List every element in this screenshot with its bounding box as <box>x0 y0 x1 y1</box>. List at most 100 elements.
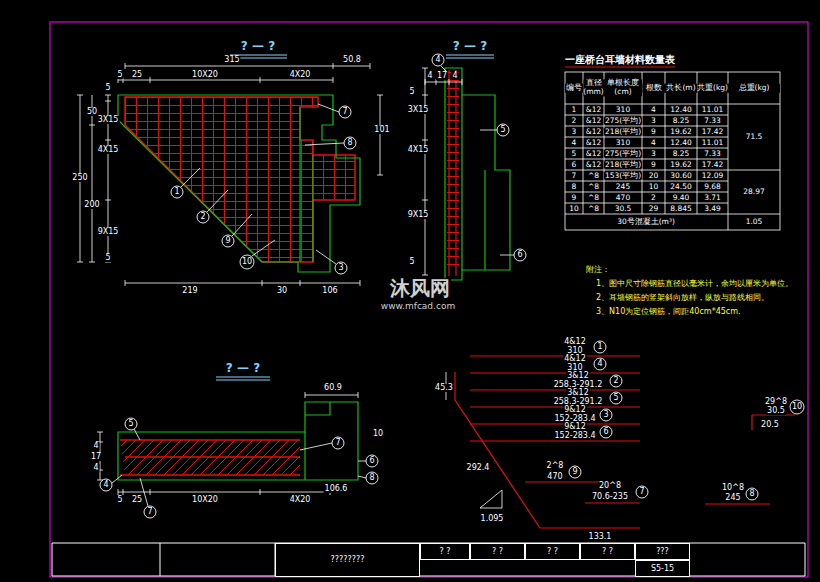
table-cell: 275(平均) <box>604 117 642 125</box>
callout-number: 6 <box>517 251 522 259</box>
concrete-outline <box>118 402 358 480</box>
table-header: 根数 <box>642 84 665 93</box>
table-cell: 30.5 <box>614 205 633 213</box>
concrete-outline <box>118 68 510 480</box>
dimension-text: 5 <box>116 71 123 79</box>
callout-number: 6 <box>369 457 374 465</box>
dimension-line <box>89 95 95 262</box>
table-cell: ^8 <box>587 172 600 180</box>
dimension-text: 152-283.4 <box>553 432 596 440</box>
table-cell: 310 <box>615 139 631 147</box>
dimension-text: 4X20 <box>289 71 312 79</box>
title-underline <box>565 67 675 68</box>
callout-circle <box>594 341 606 353</box>
dimension-text: 9X15 <box>407 211 430 219</box>
table-cell: 12.09 <box>701 172 724 180</box>
dimension-text: 30.5 <box>766 407 786 415</box>
callout-circle <box>197 211 209 223</box>
callout-number: 9 <box>572 468 577 476</box>
rebar-bar-shape <box>455 372 640 528</box>
dimension-text: 60.9 <box>323 384 343 392</box>
dimension-text: 101 <box>373 126 390 134</box>
table-cell: &12 <box>585 117 602 125</box>
callout-number: 7 <box>639 488 644 496</box>
dimension-text: 20^8 <box>598 482 622 490</box>
callout-number: 5 <box>128 420 133 428</box>
table-cell: &12 <box>585 150 602 158</box>
table-cell: 8.25 <box>672 117 691 125</box>
callout-circle <box>432 54 444 66</box>
note-text: 附注： <box>585 266 611 274</box>
table-cell: 9 <box>650 128 657 136</box>
rebar-grid <box>120 70 459 475</box>
table-cell: &12 <box>585 139 602 147</box>
dimension-text: 200 <box>83 201 100 209</box>
callout-circle <box>610 392 622 404</box>
watermark-url: www.mfcad.com <box>380 302 456 311</box>
table-cell: 9.40 <box>672 194 691 202</box>
dimension-text: 17 <box>90 453 102 461</box>
callout-number: 2 <box>200 213 205 221</box>
dimension-line <box>480 490 502 508</box>
dimension-text: 10 <box>372 430 384 438</box>
table-cell: &12 <box>585 106 602 114</box>
table-cell: 7.33 <box>703 117 722 125</box>
table-cell: &12 <box>585 161 602 169</box>
table-cell: 3.49 <box>703 205 722 213</box>
table-grid <box>565 72 780 230</box>
callout-circle <box>100 54 804 518</box>
callout-circle <box>497 124 509 136</box>
leader-line <box>181 104 344 264</box>
table-cell: 30号混凝土(m³) <box>616 218 676 226</box>
table-cell: 9.68 <box>703 183 722 191</box>
dimension-text: 4 <box>92 464 99 472</box>
dimension-text: 3&12 <box>566 389 590 397</box>
callout-circle <box>636 486 648 498</box>
dimension-text: 10X20 <box>191 71 219 79</box>
dimension-text: 292.4 <box>466 464 491 472</box>
rebar-grid <box>120 440 300 475</box>
table-cell: 3 <box>650 150 657 158</box>
callout-number: 7 <box>342 108 347 116</box>
table-cell: 29 <box>648 205 660 213</box>
concrete-outline <box>118 95 360 272</box>
title-block-frame <box>52 543 805 576</box>
callout-circle <box>594 358 606 370</box>
table-cell: 11.01 <box>701 139 724 147</box>
table-cell: ^8 <box>587 194 600 202</box>
dimension-text: 9&12 <box>563 423 587 431</box>
section-title: ? — ? <box>240 40 276 52</box>
table-cell: 7 <box>571 172 578 180</box>
dimension-text: 10X20 <box>191 496 219 504</box>
title-block-cell: ??? <box>635 543 690 560</box>
callout-circle <box>366 455 378 467</box>
callout-number: 6 <box>603 428 608 436</box>
rebar-bar-shape <box>525 415 795 504</box>
dimension-line <box>118 489 330 495</box>
callout-circle <box>600 409 612 421</box>
callout-circle <box>125 418 137 430</box>
note-text: 1、图中尺寸除钢筋直径以毫米计，余均以厘米为单位。 <box>595 280 794 288</box>
dimension-text: 152-283.4 <box>553 415 596 423</box>
dimension-text: 9&12 <box>563 406 587 414</box>
table-header: 共重(kg) <box>697 84 728 93</box>
table-cell: 30.60 <box>669 172 692 180</box>
table-cell: 19.62 <box>669 128 692 136</box>
title-block-text: ? ? <box>439 548 450 556</box>
table-cell: 24.50 <box>669 183 692 191</box>
dimension-text: 50.8 <box>342 56 362 64</box>
sheet-border <box>50 22 808 577</box>
table-cell: 7.33 <box>703 150 722 158</box>
dimension-text: 258.3-291.2 <box>553 398 604 406</box>
callout-circle <box>144 506 156 518</box>
table-cell: 11.01 <box>701 106 724 114</box>
callout-number: 5 <box>613 394 618 402</box>
section-title: ? — ? <box>225 362 261 374</box>
dimension-text: 4 <box>92 442 99 450</box>
title-block-text: ? ? <box>547 548 558 556</box>
table-cell: 71.5 <box>745 133 764 141</box>
concrete-outline <box>462 95 485 270</box>
dimension-text: 3X15 <box>407 106 430 114</box>
table-cell: 17.42 <box>701 161 724 169</box>
table-cell: 9 <box>650 161 657 169</box>
